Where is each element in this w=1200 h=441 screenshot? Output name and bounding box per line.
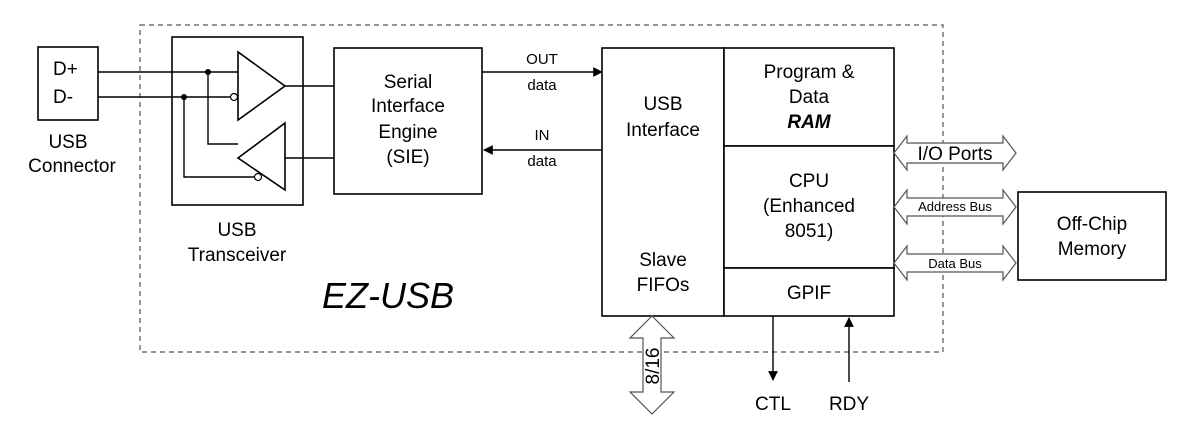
cpu-line3: 8051) [785,221,834,242]
out-data-label: data [527,77,557,94]
out-label: OUT [526,51,558,68]
gpif-label: GPIF [787,283,831,304]
gpif-box [723,267,895,317]
sie-line3: Engine [378,122,437,143]
transceiver-wiring [98,50,334,192]
chip-title: EZ-USB [322,275,454,316]
memory-line1: Off-Chip [1057,214,1127,235]
transceiver-label-line1: USB [217,220,256,241]
usb-interface-box [601,47,725,317]
address-bus-label: Address Bus [918,199,992,214]
io-ports-bus [893,134,1017,172]
pin-dplus: D+ [53,59,78,80]
sie-box [333,47,483,195]
fifo-width-label: 8/16 [643,348,664,385]
chip-boundary [139,24,944,353]
sie-line1: Serial [384,72,433,93]
ctl-label: CTL [755,394,791,415]
connector-label-line2: Connector [28,156,116,177]
transceiver-label-line2: Transceiver [188,245,287,266]
address-bus [893,188,1017,226]
usb-connector-box [37,46,99,121]
ram-line2: Data [789,87,830,108]
off-chip-memory-box [1017,191,1167,281]
pin-dminus: D- [53,87,73,108]
memory-line2: Memory [1058,239,1127,260]
slave-fifos-line2: FIFOs [637,275,690,296]
sie-line4: (SIE) [386,147,429,168]
usb-interface-line1: USB [643,94,682,115]
cpu-line2: (Enhanced [763,196,855,217]
data-bus [893,244,1017,282]
io-ports-label: I/O Ports [918,144,993,165]
cpu-box [723,145,895,269]
data-bus-label: Data Bus [928,256,982,271]
ram-box [723,47,895,147]
connector-label-line1: USB [48,132,87,153]
sie-line2: Interface [371,96,445,117]
in-data-label: data [527,153,557,170]
ram-emphasis: RAM [787,112,831,133]
cpu-line1: CPU [789,171,829,192]
ram-line1: Program & [764,62,855,83]
usb-interface-line2: Interface [626,120,700,141]
in-label: IN [535,127,550,144]
slave-fifos-line1: Slave [639,250,687,271]
rdy-label: RDY [829,394,869,415]
fifo-bus [628,315,676,415]
